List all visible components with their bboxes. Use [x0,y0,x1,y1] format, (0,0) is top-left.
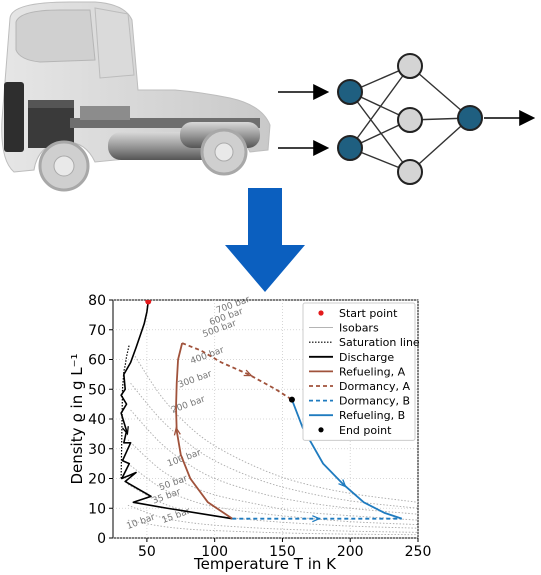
isobar-line [127,463,418,526]
isobar-line [127,484,418,529]
isobar-line [130,383,418,509]
x-axis-label: Temperature T in K [193,555,337,573]
legend-entry: End point [318,424,392,437]
legend-entry: Start point [318,307,398,320]
y-tick-label: 40 [88,412,106,428]
nn-input-node [337,79,363,105]
y-tick-label: 0 [97,531,106,547]
neural-network-icon [278,53,536,185]
legend-entry: Isobars [309,322,379,335]
discharge-line [120,301,233,520]
legend-label: Saturation line [339,336,420,349]
start-point-marker [145,300,152,305]
isobar-line [127,439,418,521]
x-ticks: 50 100 150 200 250 [138,538,431,560]
y-tick-label: 70 [88,323,106,339]
refueling-a-line [175,342,233,520]
x-tick-label: 100 [201,544,228,560]
legend-label: Refueling, B [339,409,405,422]
legend-entry: Refueling, A [309,365,406,378]
y-tick-label: 20 [88,472,106,488]
legend-label: End point [339,424,392,437]
down-arrow-icon [225,188,305,292]
direction-arrow [312,515,321,523]
x-tick-label: 150 [269,544,296,560]
rear-wheel [200,128,248,176]
nn-input-node [337,135,363,161]
y-tick-label: 80 [88,293,106,309]
legend-entry: Dormancy, B [309,395,410,408]
legend-box [302,302,416,441]
direction-arrow [173,426,181,436]
series-layer [120,300,403,523]
legend-marker [318,427,324,433]
legend-label: Dormancy, B [339,395,410,408]
direction-arrow [338,479,347,488]
direction-arrow [122,426,129,436]
y-tick-label: 60 [88,353,106,369]
front-wheel [38,140,90,192]
y-axis-label: Density ϱ in g L⁻¹ [68,353,86,484]
legend-entry: Refueling, B [309,409,405,422]
legend-entry: Dormancy, A [309,380,411,393]
y-ticks: 0 10 20 30 40 50 60 70 80 [88,293,113,547]
nn-hidden-node [397,53,423,79]
legend-label: Isobars [339,322,379,335]
legend-marker [318,310,324,316]
nn-hidden-node [397,159,423,185]
x-tick-label: 250 [405,544,432,560]
legend-entry: Saturation line [309,336,420,349]
legend-label: Dormancy, A [339,380,411,393]
x-tick-label: 200 [337,544,364,560]
truck-illustration [1,1,271,192]
legend-entry: Discharge [309,351,394,364]
nn-output-node [457,105,483,131]
nn-hidden-node [397,107,423,133]
dormancy-a-line [181,342,293,401]
legend-label: Start point [339,307,398,320]
saturation-line-line [120,344,130,479]
legend-label: Refueling, A [339,365,406,378]
y-tick-label: 30 [88,442,106,458]
y-tick-label: 50 [88,382,106,398]
x-tick-label: 50 [138,544,156,560]
isobars [127,353,418,536]
isobar-line [127,519,418,536]
direction-arrow [243,369,253,377]
isobar-line [132,353,418,503]
isobar-line [127,504,418,533]
isobar-line [130,409,418,515]
legend-label: Discharge [339,351,394,364]
y-tick-label: 10 [88,501,106,517]
end-point-marker [288,396,295,403]
